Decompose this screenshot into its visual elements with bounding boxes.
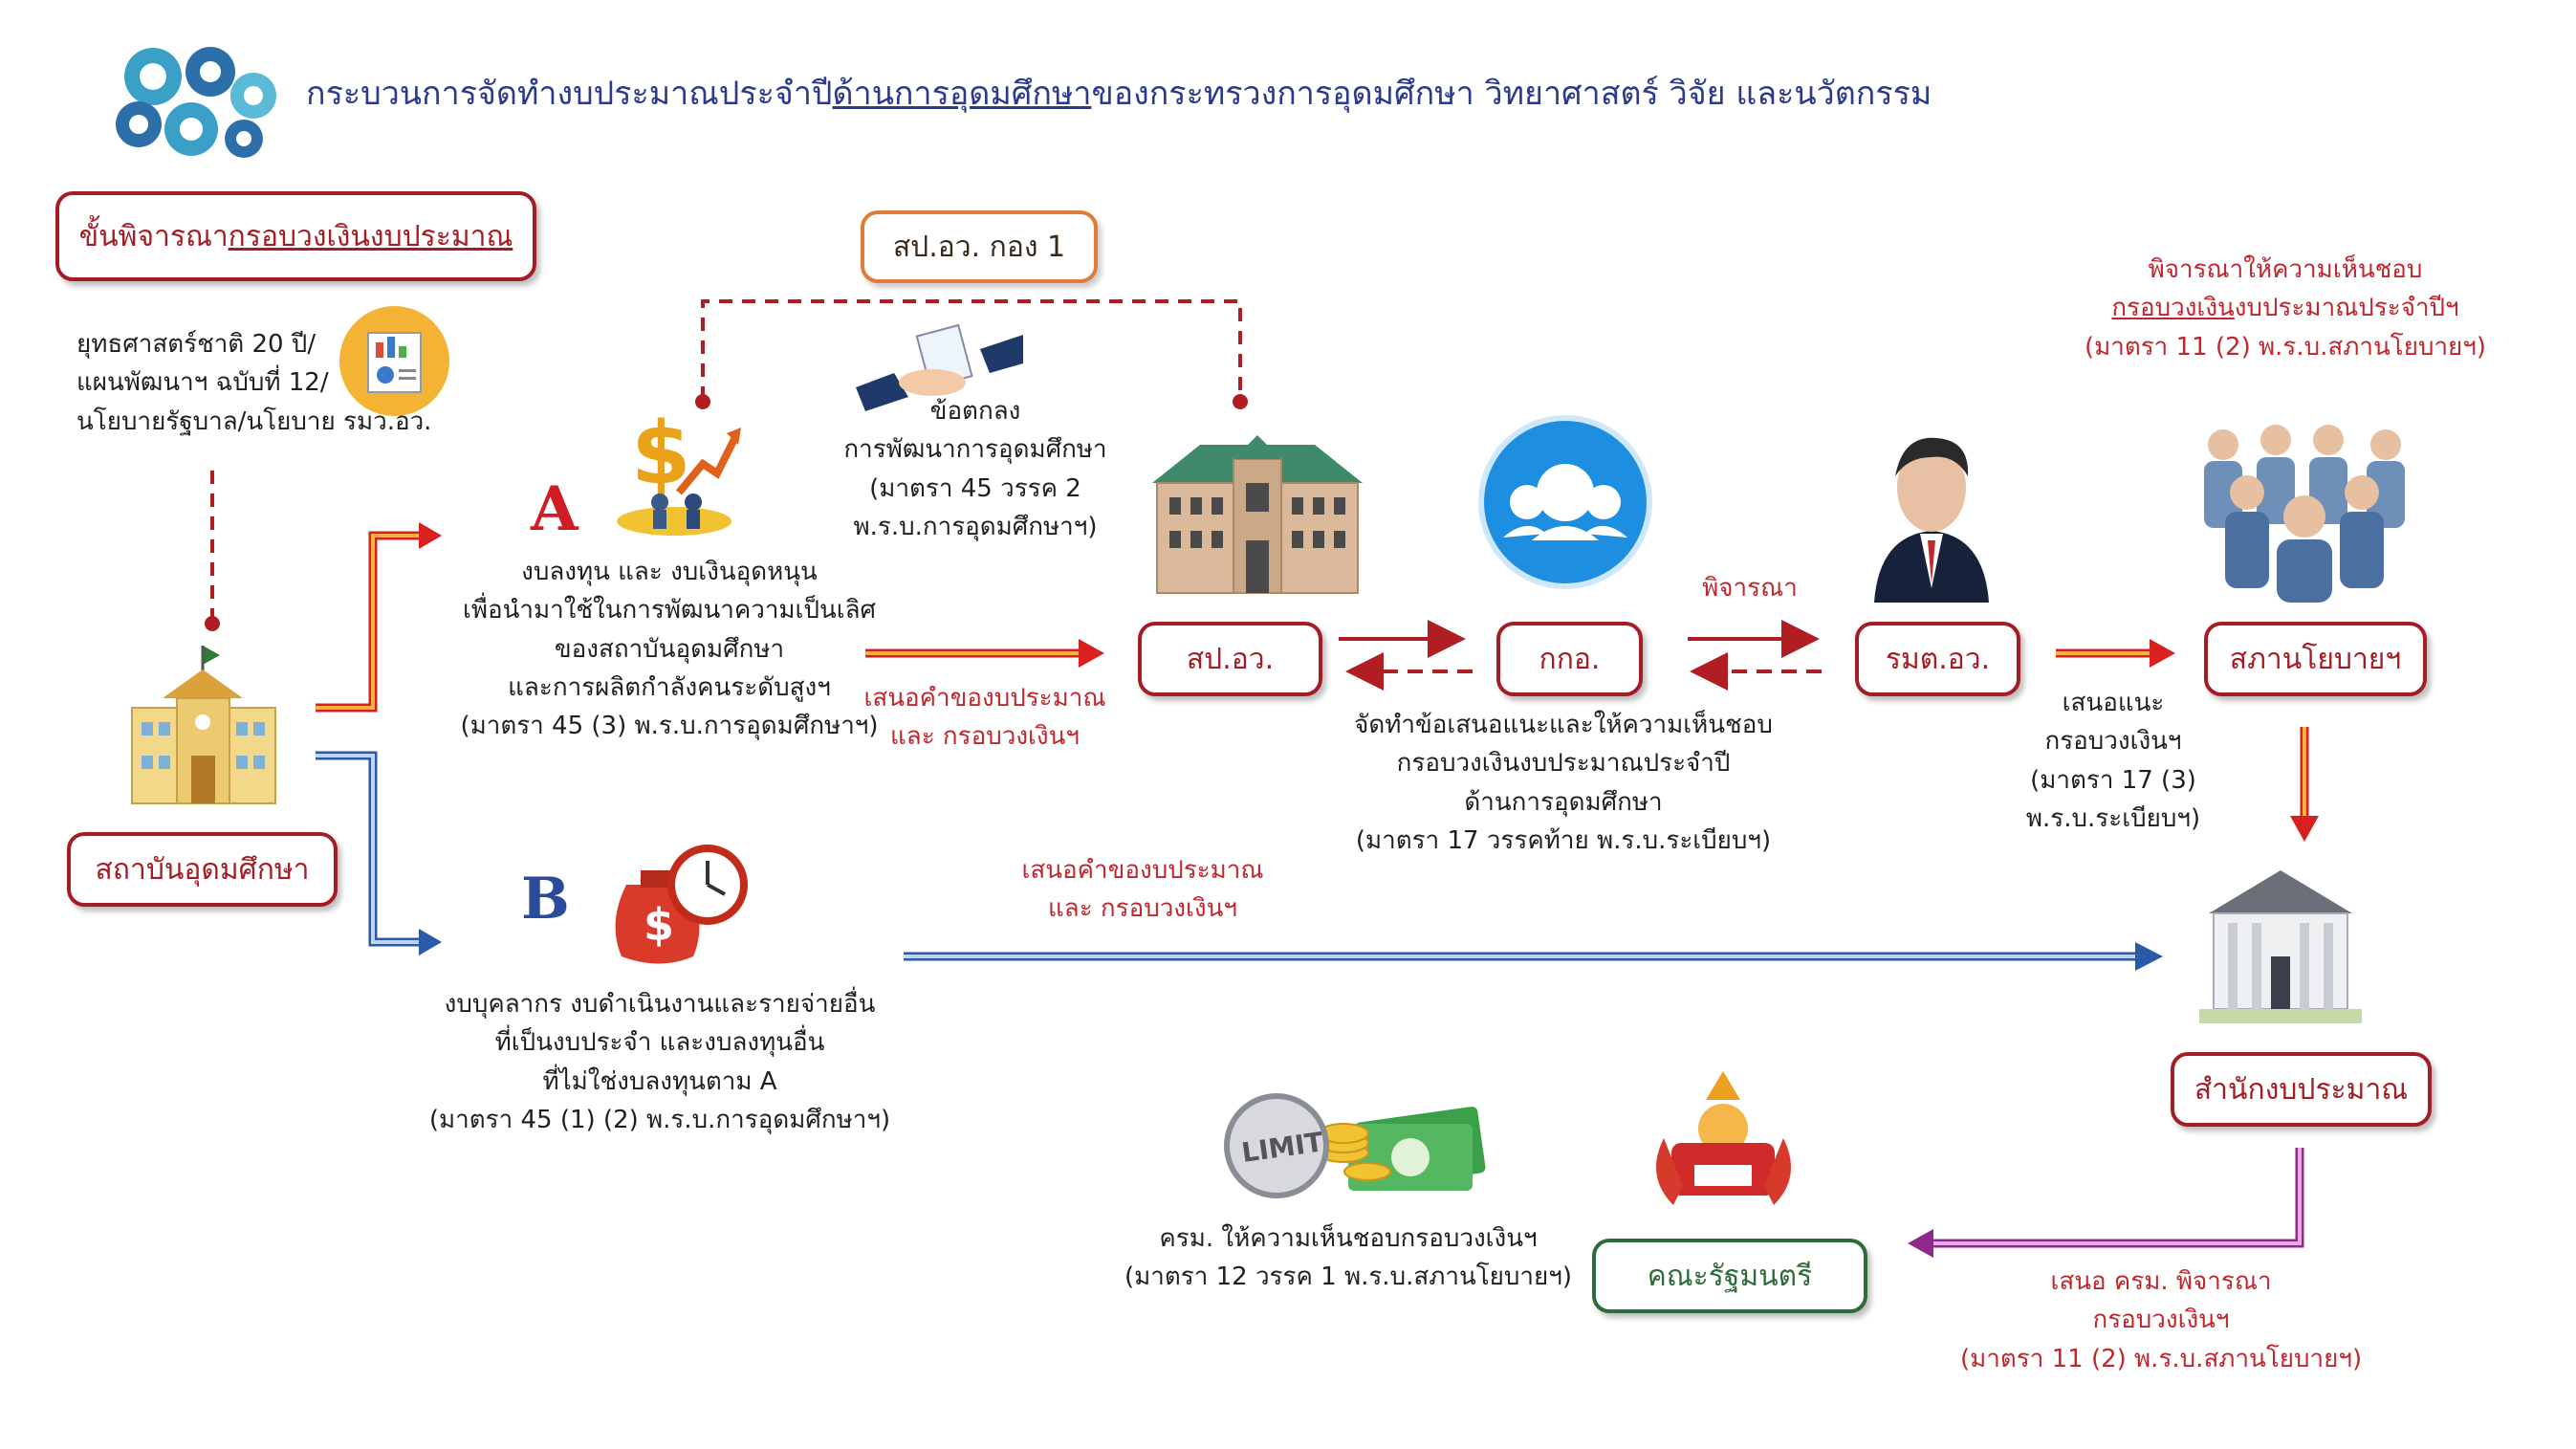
strategy-text: ยุทธศาสตร์ชาติ 20 ปี/ แผนพัฒนาฯ ฉบับที่ …	[76, 330, 432, 436]
budget-bureau-box: สำนักงบประมาณ	[2171, 1052, 2432, 1127]
arrow-b-to-budget	[904, 942, 2163, 971]
kko-box: กกอ.	[1496, 622, 1643, 696]
minister-icon	[1865, 421, 1998, 603]
report-icon	[339, 306, 449, 416]
propose-cabinet-text: เสนอ ครม. พิจารณา กรอบวงเงินฯ (มาตรา 11 …	[1960, 1267, 2363, 1373]
sp-aw-box: สป.อว.	[1138, 622, 1322, 696]
arrow-council-to-budget	[2290, 727, 2319, 842]
cabinet-box: คณะรัฐมนตรี	[1592, 1239, 1867, 1313]
b-description: งบบุคลากร งบดำเนินงานและรายจ่ายอื่น ที่เ…	[428, 990, 891, 1134]
money-bag-symbol: $	[644, 899, 674, 951]
arrow-institution-to-a	[316, 522, 442, 713]
consider-label: พิจารณา	[1702, 574, 1798, 603]
propose-text-b: เสนอคำของบประมาณ และ กรอบวงเงินฯ	[1021, 856, 1264, 924]
a-letter: A	[531, 473, 579, 545]
recommend-text: เสนอแนะ กรอบวงเงินฯ (มาตรา 17 (3) พ.ร.บ.…	[2025, 689, 2201, 833]
budget-building-icon	[2199, 861, 2362, 1028]
propose-text-a: เสนอคำของบประมาณ และ กรอบวงเงินฯ	[863, 684, 1106, 752]
agreement-text: ข้อตกลง การพัฒนาการอุดมศึกษา (มาตรา 45 ว…	[843, 397, 1107, 541]
gears-icon	[100, 38, 292, 163]
university-icon	[124, 641, 282, 808]
stage-box: ขั้นพิจารณากรอบวงเงินงบประมาณ	[55, 191, 536, 281]
group-icon	[1484, 421, 1647, 583]
council-people-icon	[2185, 411, 2434, 603]
handshake-icon	[856, 320, 1023, 421]
limit-money-icon: LIMIT	[1214, 1081, 1501, 1205]
kko-description: จัดทำข้อเสนอแนะและให้ความเห็นชอบ กรอบวงเ…	[1354, 711, 1773, 855]
arrow-a-to-spaw	[865, 639, 1104, 668]
ministry-building-icon	[1143, 426, 1372, 598]
a-description: งบลงทุน และ งบเงินอุดหนุน เพื่อนำมาใช้ใน…	[460, 558, 879, 741]
council-approval-text: พิจารณาให้ความเห็นชอบ กรอบวงเงินงบประมาณ…	[2084, 255, 2487, 362]
sp-aw-division-box: สป.อว. กอง 1	[861, 210, 1098, 283]
arrow-budget-to-cabinet	[1908, 1148, 2304, 1258]
money-growth-icon: $	[602, 404, 746, 540]
cabinet-approve-text: ครม. ให้ความเห็นชอบกรอบวงเงินฯ (มาตรา 12…	[1124, 1224, 1572, 1292]
rmt-box: รมต.อว.	[1855, 622, 2020, 696]
b-letter: B	[521, 866, 570, 933]
agreement-dashed-bracket	[701, 299, 1242, 400]
arrow-institution-to-b	[316, 751, 442, 955]
arrow-rmt-to-council	[2056, 639, 2175, 668]
council-box: สภานโยบายฯ	[2204, 622, 2427, 696]
institution-box: สถาบันอุดมศึกษา	[67, 832, 338, 907]
government-emblem-icon	[1645, 1071, 1802, 1215]
money-bag-clock-icon: $	[588, 837, 755, 971]
page-title: กระบวนการจัดทำงบประมาณประจำปีด้านการอุดม…	[306, 75, 1932, 113]
